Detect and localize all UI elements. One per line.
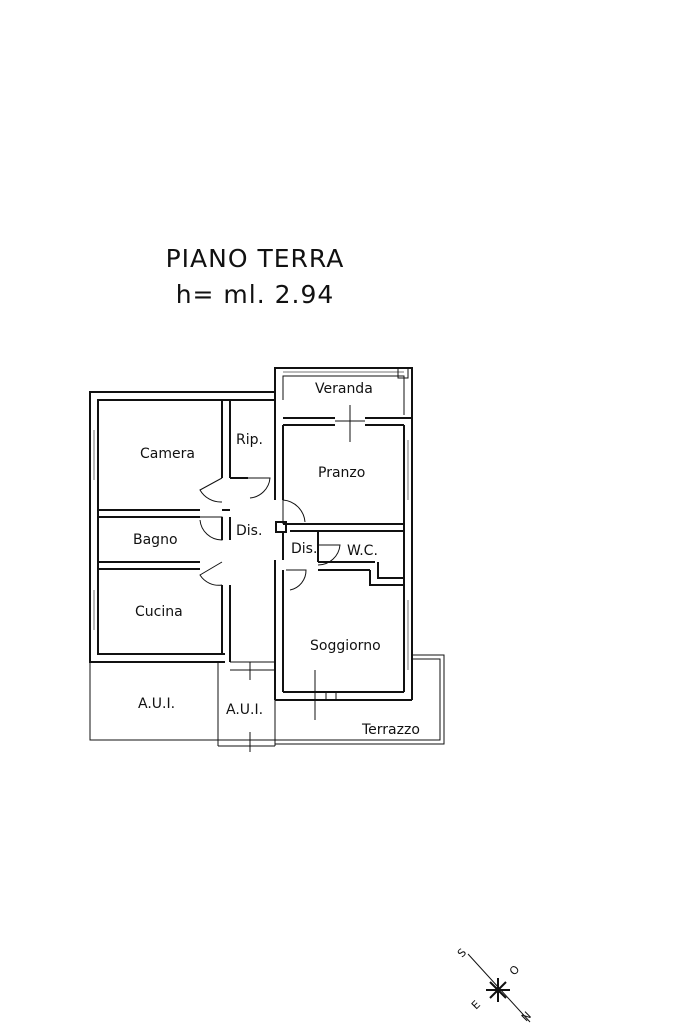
room-label-pranzo: Pranzo <box>318 465 365 481</box>
ceiling-height-note: h= ml. 2.94 <box>175 280 335 309</box>
compass-label-o: O <box>507 963 523 979</box>
room-label-soggiorno: Soggiorno <box>310 638 381 654</box>
compass-label-s: S <box>455 946 469 960</box>
doors <box>199 405 365 591</box>
room-label-rip: Rip. <box>236 432 263 448</box>
room-label-camera: Camera <box>140 446 195 462</box>
room-label-bagno: Bagno <box>133 532 178 548</box>
windows <box>93 367 409 701</box>
outer-walls <box>89 367 413 701</box>
compass-label-e: E <box>469 998 483 1012</box>
room-label-terrazzo: Terrazzo <box>361 722 420 738</box>
room-label-dis-2: Dis. <box>291 541 317 557</box>
room-label-cucina: Cucina <box>135 604 183 620</box>
outdoor-areas <box>89 654 445 752</box>
room-label-aui-2: A.U.I. <box>226 702 263 718</box>
plan-title: PIANO TERRA <box>165 244 345 273</box>
room-label-wc: W.C. <box>347 543 378 559</box>
compass-label-n: N <box>519 1009 534 1024</box>
room-label-veranda: Veranda <box>315 381 373 397</box>
compass-rose-icon: S O E N <box>455 946 534 1024</box>
interior-walls <box>98 392 412 662</box>
room-label-dis-1: Dis. <box>236 523 262 539</box>
room-label-aui-1: A.U.I. <box>138 696 175 712</box>
